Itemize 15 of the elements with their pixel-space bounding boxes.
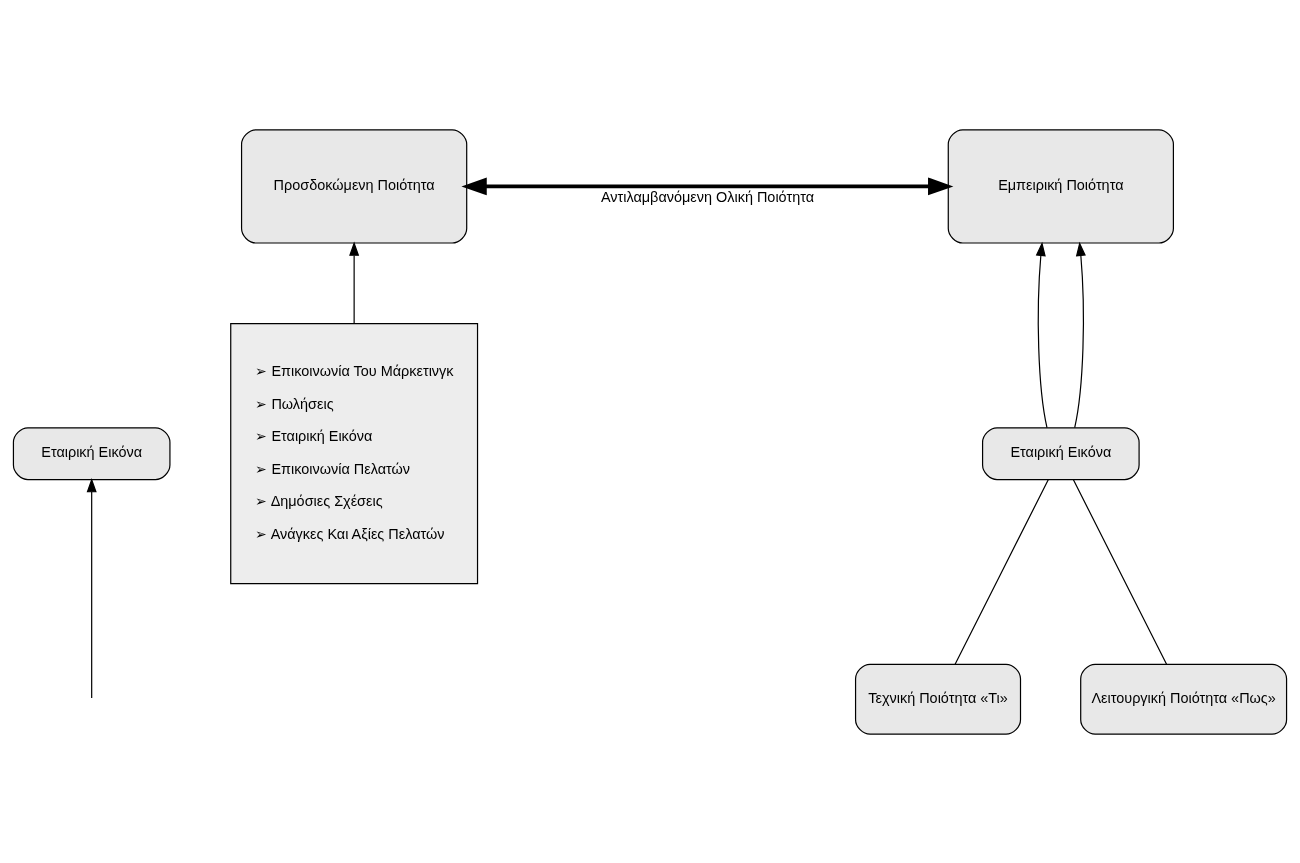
- node-box: Προσδοκώμενη Ποιότητα: [240, 128, 468, 244]
- node-box: Τεχνική Ποιότητα «Τι»: [854, 663, 1022, 735]
- node-box: Λειτουργική Ποιότητα «Πως»: [1080, 663, 1288, 735]
- connector: [954, 478, 1049, 665]
- node-box: ➢ Επικοινωνία Του Μάρκετινγκ ➢ Πωλήσεις ➢ Εταιρική Εικόνα ➢ Επικοινωνία Πελατών ➢ Δημόσιες Σχέσεις ➢ Ανάγκες Και Αξίες Πελατών: [230, 322, 479, 584]
- connector: [1072, 478, 1168, 665]
- arrow: [1035, 241, 1048, 428]
- node-box: Εταιρική Εικόνα: [982, 426, 1140, 480]
- node-box: Εταιρική Εικόνα: [12, 426, 171, 480]
- edge-label: Αντιλαμβανόμενη Ολική Ποιότητα: [600, 188, 815, 205]
- arrow: [461, 177, 954, 195]
- node-box: Εμπειρική Ποιότητα: [947, 128, 1174, 244]
- arrow: [1074, 241, 1086, 428]
- arrow: [86, 477, 97, 698]
- arrow: [349, 240, 360, 324]
